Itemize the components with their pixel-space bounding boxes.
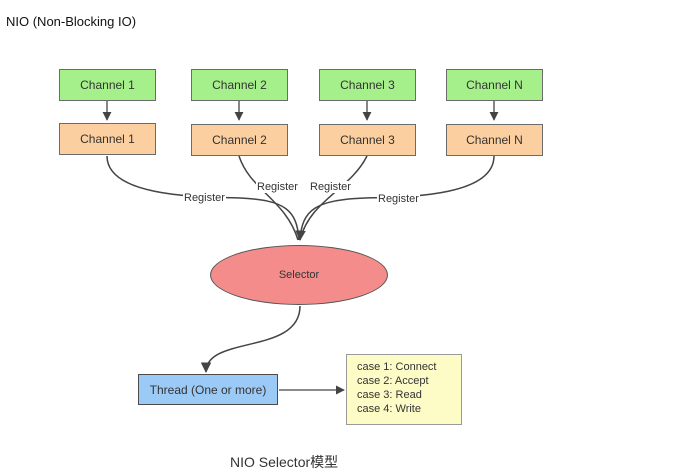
case-item: case 1: Connect <box>357 361 437 373</box>
channel-2-bottom: Channel 2 <box>191 124 288 156</box>
selector-label: Selector <box>278 269 320 281</box>
register-label-3: Register <box>309 181 352 193</box>
case-item: case 3: Read <box>357 389 422 401</box>
register-label-1: Register <box>183 192 226 204</box>
register-curve-n <box>295 155 495 242</box>
channel-1-top: Channel 1 <box>59 69 156 101</box>
channel-3-bottom: Channel 3 <box>319 124 416 156</box>
register-curve-2 <box>238 155 299 241</box>
page-title: NIO (Non-Blocking IO) <box>6 14 137 29</box>
register-label-n: Register <box>377 193 420 205</box>
register-curve-1 <box>106 155 300 241</box>
channel-2-top: Channel 2 <box>191 69 288 101</box>
selector-to-thread <box>200 305 301 374</box>
case-item: case 2: Accept <box>357 375 429 387</box>
cases-box: case 1: Connect case 2: Accept case 3: R… <box>346 354 462 425</box>
diagram-caption: NIO Selector模型 <box>230 454 339 470</box>
channel-1-bottom: Channel 1 <box>59 123 156 155</box>
channel-n-bottom: Channel N <box>446 124 543 156</box>
channel-3-top: Channel 3 <box>319 69 416 101</box>
case-item: case 4: Write <box>357 403 421 415</box>
register-label-2: Register <box>256 181 299 193</box>
channel-n-top: Channel N <box>446 69 543 101</box>
thread-box: Thread (One or more) <box>138 374 278 405</box>
selector-node: Selector <box>210 245 388 305</box>
register-curve-3 <box>299 155 368 241</box>
